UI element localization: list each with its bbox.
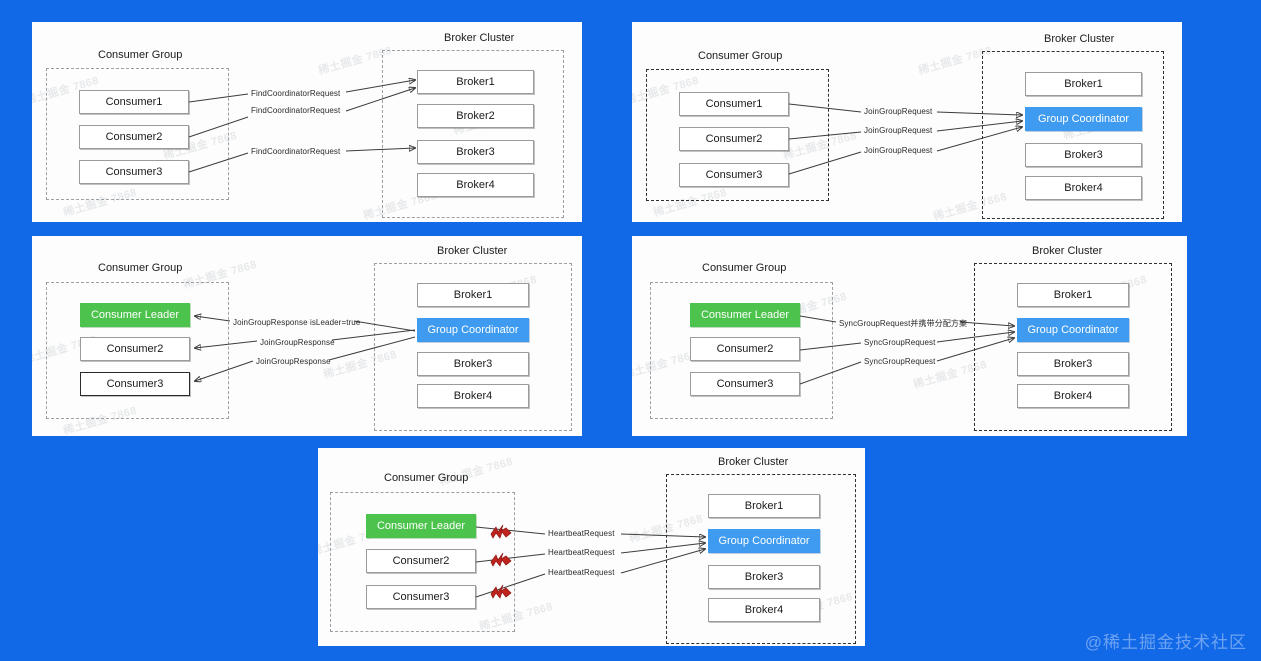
broker-node[interactable]: Broker1	[417, 70, 534, 94]
message-label: JoinGroupResponse	[260, 338, 335, 347]
consumer-group-boundary	[46, 282, 229, 419]
broker-cluster-title: Broker Cluster	[437, 245, 508, 257]
consumer-leader-node[interactable]: Consumer Leader	[80, 303, 190, 327]
consumer-node[interactable]: Consumer1	[679, 92, 789, 116]
message-label: JoinGroupRequest	[864, 146, 933, 155]
consumer-node[interactable]: Consumer2	[79, 125, 189, 149]
consumer-group-title: Consumer Group	[98, 49, 183, 61]
consumer-node[interactable]: Consumer3	[80, 372, 190, 396]
panel-sync-group-request: 稀土掘金 7868 稀土掘金 7868 稀土掘金 7868 稀土掘金 7868 …	[632, 236, 1187, 436]
message-label: HeartbeatRequest	[548, 529, 615, 538]
group-coordinator-node[interactable]: Group Coordinator	[417, 318, 529, 342]
broker-cluster-title: Broker Cluster	[718, 456, 789, 468]
message-label: FindCoordinatorRequest	[251, 89, 341, 98]
consumer-node[interactable]: Consumer3	[690, 372, 800, 396]
broker-node[interactable]: Broker4	[1025, 176, 1142, 200]
message-label: JoinGroupResponse isLeader=true	[233, 318, 361, 327]
message-label: FindCoordinatorRequest	[251, 106, 341, 115]
broker-node[interactable]: Broker1	[708, 494, 820, 518]
broker-cluster-boundary	[382, 50, 564, 218]
broker-node[interactable]: Broker1	[417, 283, 529, 307]
message-label: SyncGroupRequest并携带分配方案	[839, 319, 968, 328]
consumer-node[interactable]: Consumer3	[366, 585, 476, 609]
consumer-group-title: Consumer Group	[98, 262, 183, 274]
broker-node[interactable]: Broker4	[1017, 384, 1129, 408]
panel-join-group-response: 稀土掘金 7868 稀土掘金 7868 稀土掘金 7868 稀土掘金 7868 …	[32, 236, 582, 436]
broken-link-icon	[490, 524, 512, 539]
message-label: FindCoordinatorRequest	[251, 147, 341, 156]
message-label: HeartbeatRequest	[548, 568, 615, 577]
consumer-group-title: Consumer Group	[698, 50, 783, 62]
group-coordinator-node[interactable]: Group Coordinator	[708, 529, 820, 553]
broker-node[interactable]: Broker1	[1017, 283, 1129, 307]
consumer-group-title: Consumer Group	[702, 262, 787, 274]
consumer-node[interactable]: Consumer2	[690, 337, 800, 361]
consumer-node[interactable]: Consumer2	[366, 549, 476, 573]
panel-join-group-request: 稀土掘金 7868 稀土掘金 7868 稀土掘金 7868 稀土掘金 7868 …	[632, 22, 1182, 222]
group-coordinator-node[interactable]: Group Coordinator	[1017, 318, 1129, 342]
consumer-node[interactable]: Consumer2	[80, 337, 190, 361]
broker-node[interactable]: Broker3	[417, 352, 529, 376]
panel-heartbeat-request: 稀土掘金 7868 稀土掘金 7868 稀土掘金 7868 稀土掘金 7868 …	[318, 448, 865, 646]
consumer-node[interactable]: Consumer3	[79, 160, 189, 184]
message-label: JoinGroupRequest	[864, 107, 933, 116]
broker-node[interactable]: Broker1	[1025, 72, 1142, 96]
panel-find-coordinator: 稀土掘金 7868 稀土掘金 7868 稀土掘金 7868 稀土掘金 7868 …	[32, 22, 582, 222]
consumer-leader-node[interactable]: Consumer Leader	[690, 303, 800, 327]
consumer-node[interactable]: Consumer3	[679, 163, 789, 187]
group-coordinator-node[interactable]: Group Coordinator	[1025, 107, 1142, 131]
consumer-group-boundary	[650, 282, 833, 419]
broker-cluster-title: Broker Cluster	[444, 32, 515, 44]
broker-node[interactable]: Broker4	[417, 384, 529, 408]
broker-node[interactable]: Broker3	[1025, 143, 1142, 167]
broker-node[interactable]: Broker3	[1017, 352, 1129, 376]
consumer-leader-node[interactable]: Consumer Leader	[366, 514, 476, 538]
consumer-group-title: Consumer Group	[384, 472, 469, 484]
message-label: JoinGroupResponse	[256, 357, 331, 366]
broken-link-icon	[490, 584, 512, 599]
broker-node[interactable]: Broker4	[708, 598, 820, 622]
broker-node[interactable]: Broker4	[417, 173, 534, 197]
message-label: HeartbeatRequest	[548, 548, 615, 557]
broker-cluster-title: Broker Cluster	[1044, 33, 1115, 45]
message-label: SyncGroupRequest	[864, 338, 936, 347]
message-label: JoinGroupRequest	[864, 126, 933, 135]
broker-node[interactable]: Broker2	[417, 104, 534, 128]
broker-node[interactable]: Broker3	[708, 565, 820, 589]
message-label: SyncGroupRequest	[864, 357, 936, 366]
broker-node[interactable]: Broker3	[417, 140, 534, 164]
consumer-node[interactable]: Consumer1	[79, 90, 189, 114]
brand-watermark: @稀土掘金技术社区	[1084, 633, 1247, 652]
consumer-node[interactable]: Consumer2	[679, 127, 789, 151]
broker-cluster-title: Broker Cluster	[1032, 245, 1103, 257]
broken-link-icon	[490, 552, 512, 567]
